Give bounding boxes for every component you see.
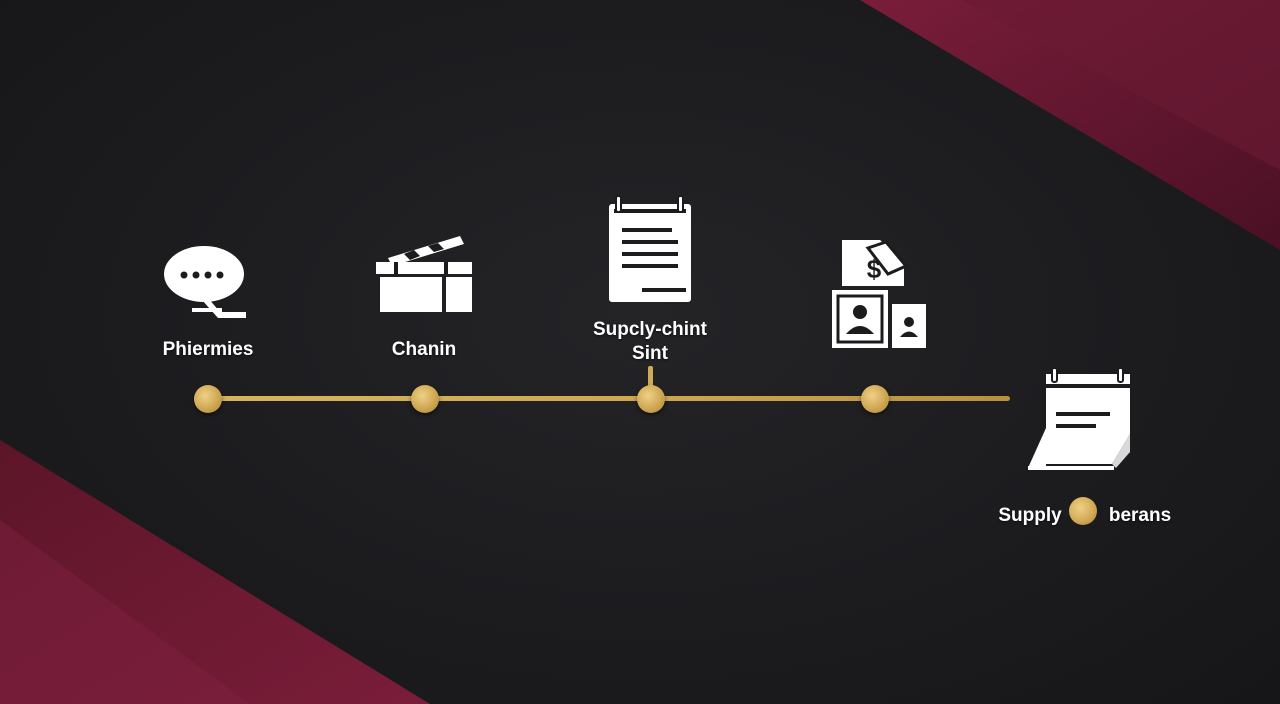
calendar-document-icon bbox=[606, 195, 694, 306]
endpoint-label-right: berans bbox=[1108, 505, 1172, 526]
endpoint-marker bbox=[1069, 497, 1097, 525]
desk-calendar-icon bbox=[1026, 367, 1136, 472]
step-1-label: Phiermies bbox=[162, 339, 254, 360]
money-people-icon: $ bbox=[830, 236, 930, 350]
timeline-track bbox=[207, 396, 1010, 401]
svg-text:$: $ bbox=[867, 254, 882, 284]
timeline-node-3 bbox=[637, 385, 665, 413]
step-3-connector bbox=[648, 366, 653, 398]
timeline-node-1 bbox=[194, 385, 222, 413]
step-3-label-line-2: Sint bbox=[632, 343, 668, 364]
endpoint-label-left: Supply bbox=[998, 505, 1062, 526]
clapperboard-icon bbox=[374, 232, 474, 316]
step-3-label-line-1: Supcly-chint bbox=[592, 319, 707, 340]
speech-bubble-icon bbox=[162, 244, 252, 324]
step-2-label: Chanin bbox=[391, 339, 457, 360]
timeline-node-2 bbox=[411, 385, 439, 413]
timeline-node-4 bbox=[861, 385, 889, 413]
